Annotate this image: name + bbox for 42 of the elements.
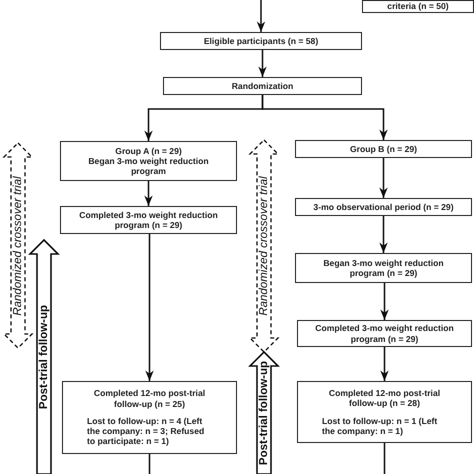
box-text: Completed 3-mo weight reduction program (n = 29) [314, 323, 455, 344]
arrow [379, 158, 388, 198]
box-text: Group B (n = 29) [348, 144, 418, 154]
dashed-phase-band [250, 140, 278, 352]
process-box [295, 198, 472, 216]
box-text: Lost to follow-up: n = 4 (Left the company: n = 3; Refused to participate: n = 1) [87, 416, 206, 447]
phase-band [30, 240, 58, 474]
arrow [145, 234, 154, 381]
box-text: Began 3-mo weight reduction program [87, 156, 210, 176]
process-box [295, 140, 472, 158]
arrow-label: Randomized crossover trial [258, 176, 270, 316]
arrow [380, 283, 389, 320]
process-box [160, 32, 362, 50]
box-text: Lost to follow-up: n = 1 (Left the company: n = 1) [322, 416, 438, 436]
box-text: criteria (n = 50) [386, 0, 450, 11]
arrow [380, 347, 389, 381]
box-text: Eligible participants (n = 58) [202, 36, 320, 46]
process-box [295, 253, 472, 283]
arrow [379, 216, 388, 253]
arrow [144, 181, 153, 206]
arrow [258, 50, 267, 77]
box-text: Randomization [230, 80, 294, 92]
phase-band [250, 352, 278, 474]
box-text: 3-mo observational period (n = 29) [312, 202, 455, 212]
process-box [62, 381, 237, 454]
arrow-label: Post-trial follow-up [38, 304, 50, 410]
box-text: Began 3-mo weight reduction program (n = 29) [322, 258, 445, 278]
process-box [297, 320, 472, 347]
process-box [362, 0, 474, 13]
process-box [163, 77, 362, 95]
process-box [297, 381, 472, 443]
dashed-phase-band [4, 143, 32, 348]
arrow-label: Post-trial follow-up [258, 360, 270, 466]
box-text: Group A (n = 29) [114, 146, 183, 156]
process-box [60, 141, 237, 181]
arrow [256, 0, 266, 32]
arrow [262, 95, 388, 140]
box-text: Completed 12-mo post-trial follow-up (n = 28) [328, 388, 442, 408]
process-box [60, 206, 237, 234]
arrow-label: Randomized crossover trial [12, 176, 24, 316]
box-text: Completed 3-mo weight reduction program (n = 29) [79, 210, 218, 230]
box-text: Completed 12-mo post-trial follow-up (n = 25) [92, 388, 206, 409]
